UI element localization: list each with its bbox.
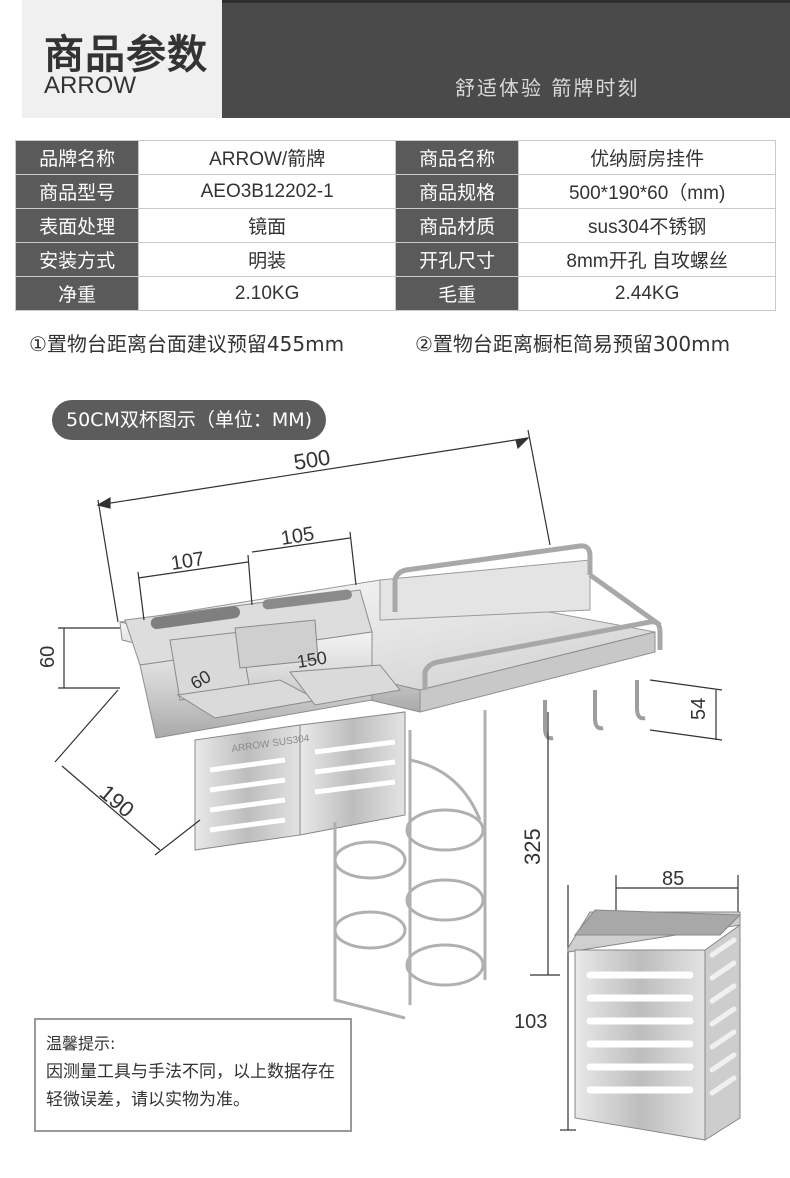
spec-value: 优纳厨房挂件 bbox=[518, 140, 776, 175]
spec-value: 2.44KG bbox=[518, 276, 776, 311]
dim-105-label: 105 bbox=[279, 523, 315, 550]
spec-key: 开孔尺寸 bbox=[394, 242, 520, 277]
dim-103-label: 103 bbox=[514, 1011, 547, 1033]
header-title-block bbox=[22, 0, 222, 118]
dim-190-label: 190 bbox=[95, 780, 139, 823]
warm-tip-box: 温馨提示: 因测量工具与手法不同，以上数据存在轻微误差，请以实物为准。 bbox=[34, 1018, 352, 1132]
spec-key: 商品名称 bbox=[394, 140, 520, 175]
dim-54-label: 54 bbox=[688, 698, 710, 720]
spec-value: 2.10KG bbox=[138, 276, 396, 311]
cups: ARROW SUS304 bbox=[169, 619, 406, 851]
dim-60-label: 60 bbox=[37, 646, 59, 668]
table-row: 安装方式 明装 开孔尺寸 8mm开孔 自攻螺丝 bbox=[14, 242, 776, 277]
spec-key: 品牌名称 bbox=[14, 140, 140, 175]
table-row: 品牌名称 ARROW/箭牌 商品名称 优纳厨房挂件 bbox=[14, 140, 776, 175]
dim-500-label: 500 bbox=[292, 445, 332, 475]
spec-value: sus304不锈钢 bbox=[518, 208, 776, 243]
spec-value: AEO3B12202-1 bbox=[138, 174, 396, 209]
dim-150-label: 150 bbox=[295, 647, 328, 671]
dim-107-label: 107 bbox=[169, 548, 205, 575]
top-rail bbox=[392, 543, 663, 690]
spec-key: 商品材质 bbox=[394, 208, 520, 243]
spec-table: 品牌名称 ARROW/箭牌 商品名称 优纳厨房挂件 商品型号 AEO3B1220… bbox=[14, 140, 776, 311]
spec-key: 商品规格 bbox=[394, 174, 520, 209]
spec-key: 毛重 bbox=[394, 276, 520, 311]
spec-value: 500*190*60（mm) bbox=[518, 174, 776, 209]
spec-value: 明装 bbox=[138, 242, 396, 277]
spec-key: 表面处理 bbox=[14, 208, 140, 243]
dimension-lines bbox=[54, 429, 739, 1131]
brand-name: ARROW bbox=[44, 72, 136, 99]
header-topline bbox=[222, 0, 790, 3]
table-row: 净重 2.10KG 毛重 2.44KG bbox=[14, 276, 776, 311]
dim-85-label: 85 bbox=[662, 868, 684, 890]
warm-tip-title: 温馨提示: bbox=[46, 1034, 116, 1053]
spec-key: 安装方式 bbox=[14, 242, 140, 277]
spec-value: 8mm开孔 自攻螺丝 bbox=[518, 242, 776, 277]
bottle-rack bbox=[333, 710, 487, 1020]
header: 商品参数 ARROW 舒适体验 箭牌时刻 bbox=[0, 0, 790, 118]
spec-value: ARROW/箭牌 bbox=[138, 140, 396, 175]
page-title: 商品参数 bbox=[44, 32, 208, 78]
table-row: 商品型号 AEO3B12202-1 商品规格 500*190*60（mm) bbox=[14, 174, 776, 209]
install-notes: ①置物台距离台面建议预留455mm ②置物台距离橱柜简易预留300mm bbox=[15, 316, 776, 371]
slogan: 舒适体验 箭牌时刻 bbox=[455, 76, 640, 100]
diagram-label: 50CM双杯图示（单位：MM) bbox=[52, 400, 327, 440]
warm-tip-text: 因测量工具与手法不同，以上数据存在轻微误差，请以实物为准。 bbox=[46, 1062, 335, 1110]
single-cup bbox=[567, 909, 742, 1141]
note-countertop: ①置物台距离台面建议预留455mm bbox=[29, 332, 345, 356]
note-cabinet: ②置物台距离橱柜简易预留300mm bbox=[415, 332, 731, 356]
spec-key: 净重 bbox=[14, 276, 140, 311]
hooks bbox=[543, 680, 646, 741]
dim-325-label: 325 bbox=[520, 828, 545, 865]
spec-key: 商品型号 bbox=[14, 174, 140, 209]
